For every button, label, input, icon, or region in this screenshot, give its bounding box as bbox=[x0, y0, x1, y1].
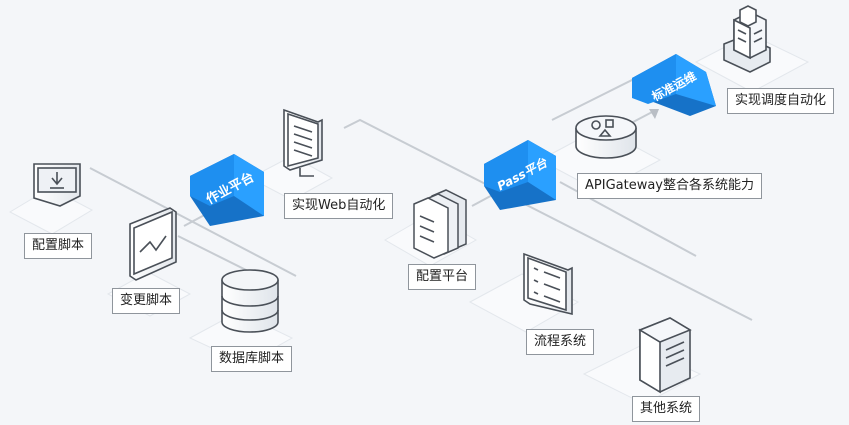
flow-system-label: 流程系统 bbox=[526, 329, 595, 355]
db-script-label: 数据库脚本 bbox=[211, 346, 293, 372]
database-icon bbox=[221, 269, 279, 333]
web-automation-label: 实现Web自动化 bbox=[284, 193, 394, 219]
standard-ops-banner bbox=[632, 54, 716, 116]
config-script-label: 配置脚本 bbox=[24, 233, 93, 259]
checklist-icon bbox=[523, 252, 573, 316]
pass-platform-banner bbox=[484, 140, 556, 210]
server-stack-icon bbox=[413, 189, 467, 259]
config-platform-label: 配置平台 bbox=[408, 264, 477, 290]
change-script-icon bbox=[129, 207, 177, 281]
tower-server-icon bbox=[638, 317, 692, 394]
other-system-label: 其他系统 bbox=[632, 396, 701, 422]
gateway-icon bbox=[575, 115, 637, 159]
job-platform-banner bbox=[190, 154, 264, 226]
change-script-label: 变更脚本 bbox=[112, 288, 181, 314]
apigateway-label: APIGateway整合各系统能力 bbox=[577, 173, 762, 199]
monitor-icon bbox=[283, 108, 323, 177]
config-script-icon bbox=[33, 163, 81, 207]
connector-lines bbox=[89, 75, 753, 321]
buildings-icon bbox=[723, 5, 771, 73]
schedule-automation-label: 实现调度自动化 bbox=[727, 88, 835, 114]
